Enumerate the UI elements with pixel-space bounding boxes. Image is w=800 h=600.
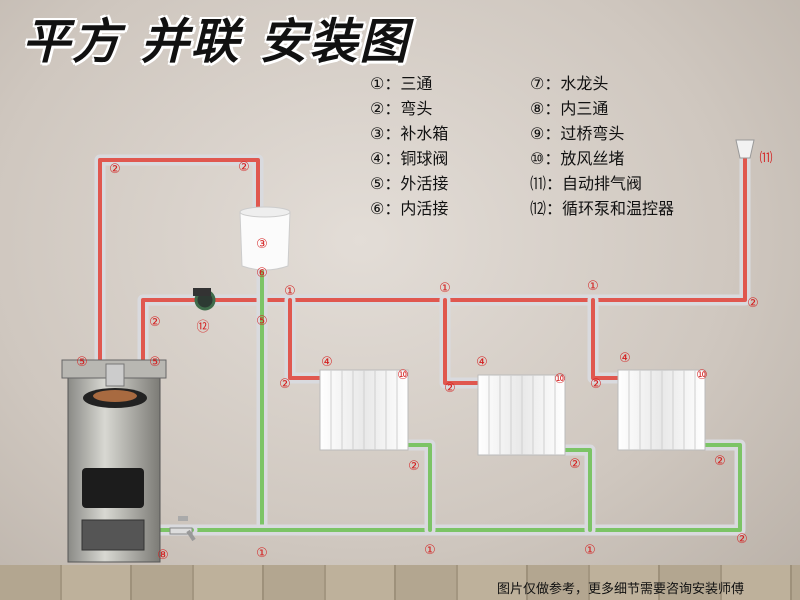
supply-pipe [591,298,620,380]
marker: ② [149,315,161,330]
marker: ② [736,532,748,547]
legend-item: ⑩：放风丝堵 [530,149,625,168]
marker: ⑩ [554,372,566,387]
legend-item: ⑥：内活接 [370,199,449,218]
return-pipe [563,448,592,532]
supply-pipe-shell [284,294,326,384]
marker: ④ [321,355,333,370]
marker: ① [584,543,596,558]
page-title: 平方 并联 安装图 [22,14,410,70]
marker: ⑾ [759,151,772,166]
legend-item: ①：三通 [370,74,433,93]
return-pipe-shell [154,439,746,536]
marker: ② [408,459,420,474]
marker: ② [714,454,726,469]
marker: ⑥ [256,266,268,281]
legend-item: ⑿：循环泵和温控器 [530,199,675,218]
marker: ⑩ [397,368,409,383]
return-pipe [158,443,742,532]
supply-pipe [98,158,260,362]
marker: ④ [619,351,631,366]
legend-item: ②：弯头 [370,99,433,118]
marker: ② [238,160,250,175]
marker: ① [256,546,268,561]
marker: ③ [256,237,268,252]
marker: ① [284,284,296,299]
supply-pipe [443,298,480,385]
marker: ⑩ [696,368,708,383]
marker: ② [279,377,291,392]
marker: ② [747,296,759,311]
marker: ⑤ [76,355,88,370]
legend-item: ③：补水箱 [370,124,449,143]
faucet [169,516,196,542]
legend-item: ⑨：过桥弯头 [530,124,625,143]
marker: ⑫ [196,320,209,335]
marker: ② [569,457,581,472]
legend-item: ④：铜球阀 [370,149,449,168]
circulation-pump [193,288,216,311]
supply-pipe-shell [94,154,264,366]
marker: ⑧ [157,548,169,563]
auto-air-vent [735,139,755,159]
marker: ② [444,381,456,396]
marker: ② [590,377,602,392]
legend-item: ⑾：自动排气阀 [530,174,643,193]
marker: ① [587,279,599,294]
wood-floor [0,565,800,600]
expansion-tank [239,206,291,271]
return-pipe-shell [402,439,436,536]
marker: ① [439,281,451,296]
legend-item: ⑧：内三通 [530,99,609,118]
legend-item: ⑤：外活接 [370,174,449,193]
marker: ⑤ [256,314,268,329]
boiler [61,359,167,563]
supply-pipe-shell [439,294,484,389]
return-pipe [406,443,432,532]
marker: ⑤ [149,355,161,370]
legend: ①：三通 ⑦：水龙头 ②：弯头 ⑧：内三通 ③：补水箱 ⑨：过桥弯头 ④：铜球阀… [370,72,730,221]
supply-pipe [288,298,322,380]
legend-item: ⑦：水龙头 [530,74,609,93]
marker: ④ [476,355,488,370]
marker: ① [424,543,436,558]
supply-pipe-shell [587,294,624,384]
marker: ② [109,162,121,177]
disclaimer-note: 图片仅做参考，更多细节需要咨询安装师傅 [497,582,745,597]
